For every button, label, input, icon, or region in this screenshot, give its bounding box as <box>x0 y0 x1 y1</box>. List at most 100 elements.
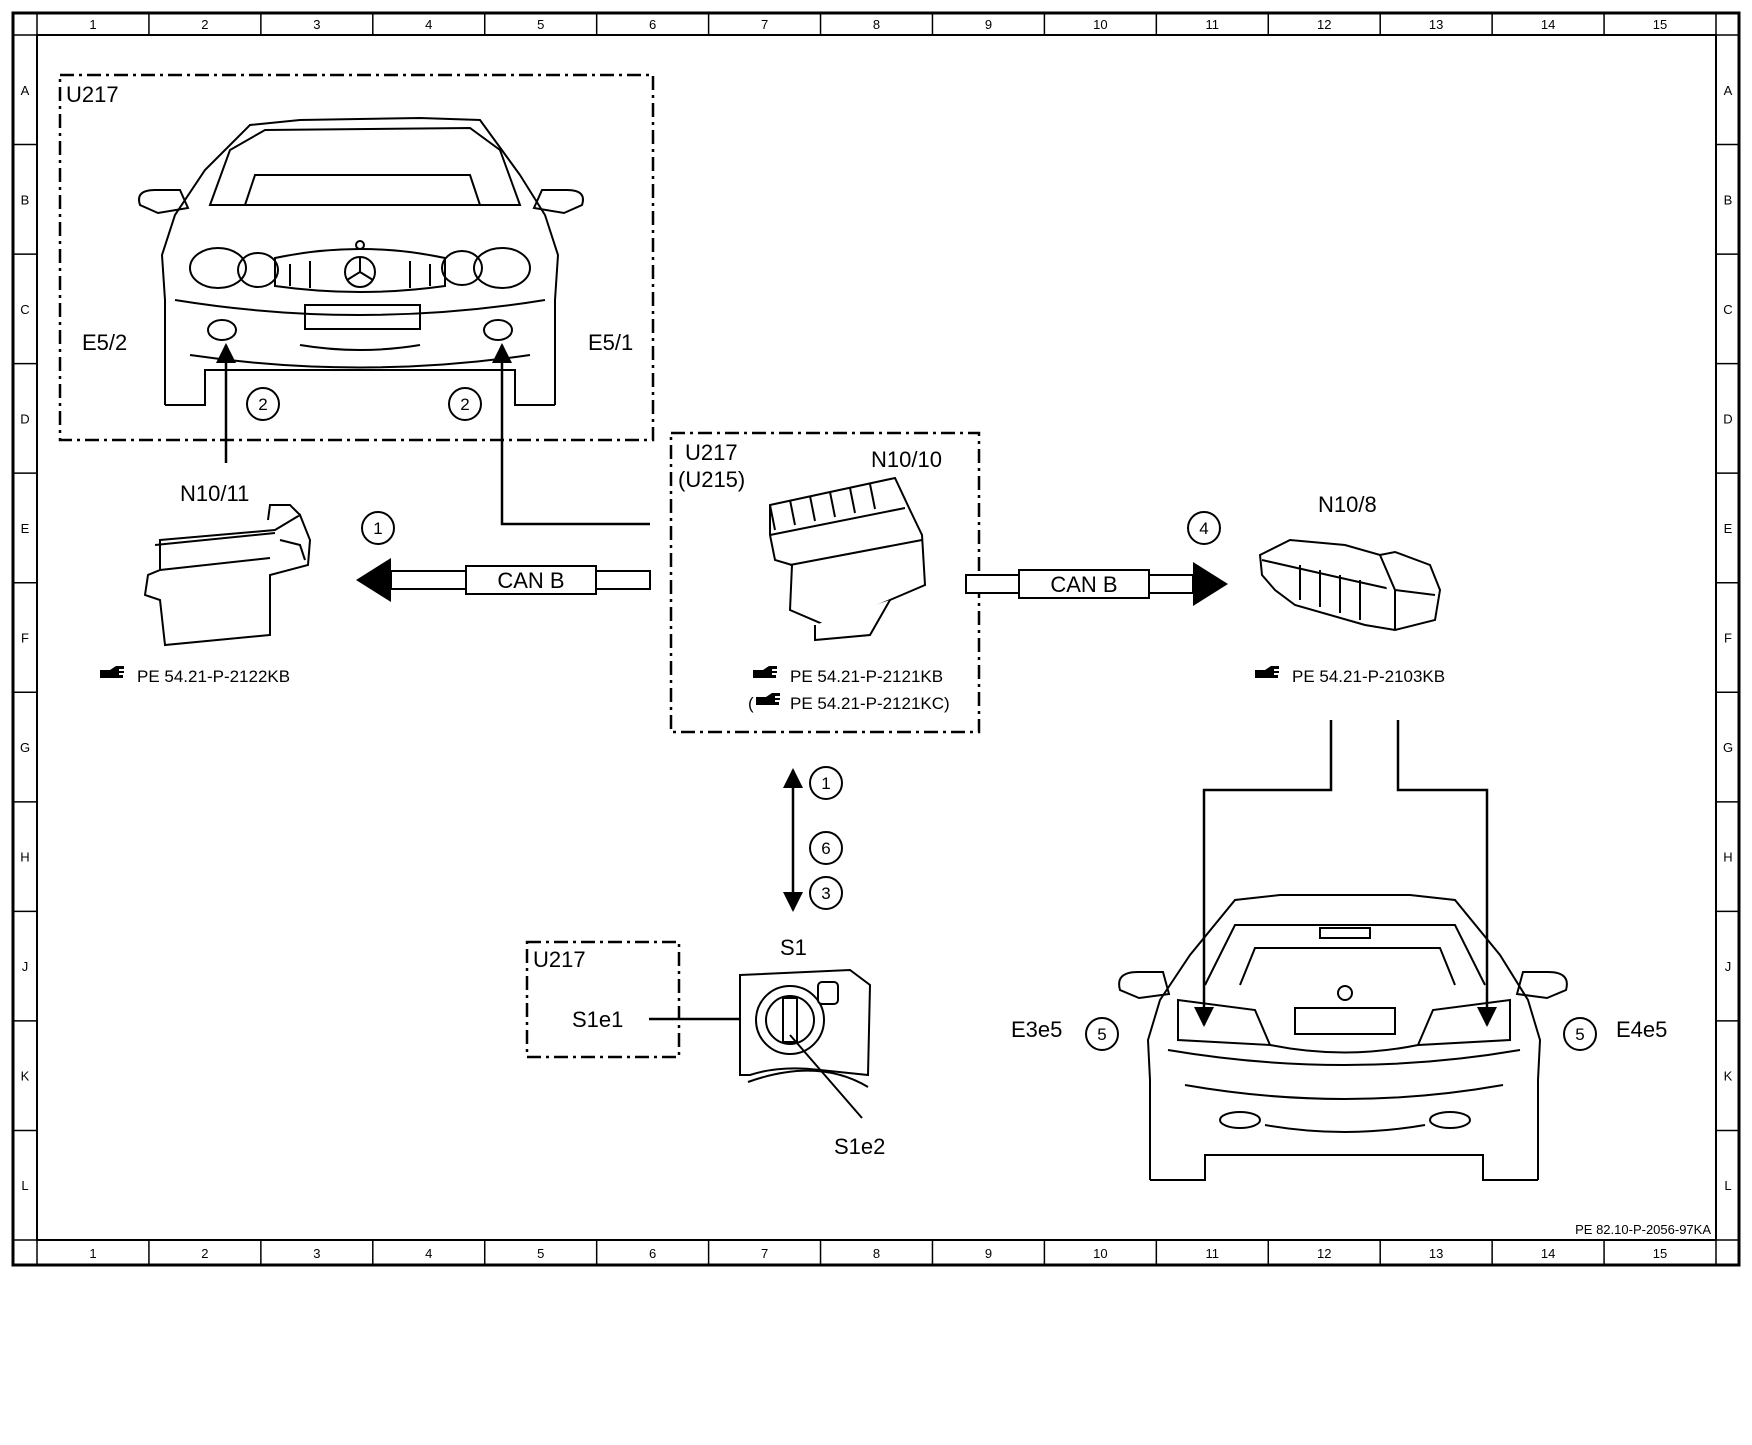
svg-text:2: 2 <box>258 395 267 414</box>
column-label-top: 4 <box>425 17 432 32</box>
column-label-bottom: 2 <box>201 1246 208 1261</box>
column-label-bottom: 15 <box>1653 1246 1667 1261</box>
row-label-left: E <box>21 521 30 536</box>
svg-text:1: 1 <box>373 519 382 538</box>
column-label-bottom: 4 <box>425 1246 432 1261</box>
n10-11-ref: PE 54.21-P-2122KB <box>137 667 290 686</box>
row-label-left: H <box>20 850 29 865</box>
footer-ref: PE 82.10-P-2056-97KA <box>1575 1222 1711 1237</box>
column-label-bottom: 12 <box>1317 1246 1331 1261</box>
fog-lamp-wires <box>216 343 650 526</box>
rear-lamp-left-label: E3e5 <box>1011 1017 1062 1042</box>
column-label-top: 11 <box>1206 17 1220 32</box>
column-label-top: 8 <box>873 17 880 32</box>
can-b-left: CAN B 1 <box>356 511 651 602</box>
ignition-switch-icon <box>739 968 872 1088</box>
n10-10-ref-open: ( <box>748 694 754 713</box>
row-label-left: C <box>20 302 29 317</box>
fog-lamp-right-label: E5/1 <box>588 330 633 355</box>
column-label-top: 6 <box>649 17 656 32</box>
row-label-left: D <box>20 411 29 426</box>
s1e2-label: S1e2 <box>834 1134 885 1159</box>
column-label-bottom: 6 <box>649 1246 656 1261</box>
column-label-top: 1 <box>89 17 96 32</box>
rear-lamp-right-label: E4e5 <box>1616 1017 1667 1042</box>
n10-10-label: N10/10 <box>871 447 942 472</box>
row-label-left: J <box>22 959 29 974</box>
row-label-left: B <box>21 192 30 207</box>
column-label-bottom: 14 <box>1541 1246 1555 1261</box>
circle-5-left: 5 <box>1085 1017 1119 1051</box>
column-label-top: 3 <box>313 17 320 32</box>
can-b-right-arrow <box>965 562 1228 606</box>
n10-8-label: N10/8 <box>1318 492 1377 517</box>
row-label-left: G <box>20 740 30 755</box>
frame <box>11 11 1741 1267</box>
column-label-bottom: 13 <box>1429 1246 1443 1261</box>
circle-1-left: 1 <box>361 511 395 545</box>
row-label-left: A <box>21 83 30 98</box>
column-label-bottom: 7 <box>761 1246 768 1261</box>
front-car-icon <box>138 116 584 406</box>
s1e1-label: S1e1 <box>572 1007 623 1032</box>
row-label-right: B <box>1724 192 1733 207</box>
row-label-right: K <box>1724 1069 1733 1084</box>
svg-text:5: 5 <box>1097 1025 1106 1044</box>
column-label-top: 13 <box>1429 17 1443 32</box>
row-label-left: L <box>21 1178 28 1193</box>
n10-8-module-icon <box>1258 538 1442 632</box>
column-label-top: 12 <box>1317 17 1331 32</box>
n10-11-group: N10/11 PE 54.21-P-2122KB <box>100 481 312 686</box>
column-label-top: 9 <box>985 17 992 32</box>
center-box-label: U217 <box>685 440 738 465</box>
s1-label: S1 <box>780 935 807 960</box>
row-label-right: D <box>1723 411 1732 426</box>
row-label-right: F <box>1724 631 1732 646</box>
circle-5-right: 5 <box>1563 1017 1597 1051</box>
center-module-group: U217 (U215) N10/10 PE 54.21-P-2121KB ( P… <box>669 431 981 734</box>
row-dividers <box>13 143 1739 1132</box>
row-label-left: F <box>21 631 29 646</box>
column-label-bottom: 11 <box>1206 1246 1220 1261</box>
row-label-right: H <box>1723 850 1732 865</box>
column-label-bottom: 10 <box>1093 1246 1107 1261</box>
fog-lamp-left-label: E5/2 <box>82 330 127 355</box>
row-label-right: J <box>1725 959 1732 974</box>
row-label-right: A <box>1724 83 1733 98</box>
column-label-top: 5 <box>537 17 544 32</box>
row-label-right: G <box>1723 740 1733 755</box>
center-box-label-2: (U215) <box>678 467 745 492</box>
can-b-right: CAN B 4 <box>965 511 1228 606</box>
can-b-left-arrow <box>356 558 651 602</box>
row-label-right: C <box>1723 302 1732 317</box>
svg-text:3: 3 <box>821 884 830 903</box>
row-label-right: L <box>1724 1178 1731 1193</box>
svg-text:5: 5 <box>1575 1025 1584 1044</box>
svg-text:1: 1 <box>821 774 830 793</box>
switch-group: U217 S1e1 S1 S1e2 <box>525 935 885 1159</box>
front-box-label: U217 <box>66 82 119 107</box>
column-label-bottom: 3 <box>313 1246 320 1261</box>
circle-6: 6 <box>809 831 843 865</box>
can-b-right-label: CAN B <box>1050 572 1117 597</box>
front-vehicle-group: U217 E5/2 <box>58 73 655 442</box>
circle-1-vertical: 1 <box>809 766 843 800</box>
n10-11-label: N10/11 <box>180 481 249 506</box>
n10-11-module-icon <box>143 504 312 647</box>
column-label-top: 10 <box>1093 17 1107 32</box>
rear-lamp-wires <box>1194 720 1497 1027</box>
svg-text:4: 4 <box>1199 519 1208 538</box>
svg-text:2: 2 <box>460 395 469 414</box>
column-label-bottom: 8 <box>873 1246 880 1261</box>
column-label-bottom: 9 <box>985 1246 992 1261</box>
svg-text:6: 6 <box>821 839 830 858</box>
can-b-left-label: CAN B <box>497 568 564 593</box>
n10-10-ref-1: PE 54.21-P-2121KB <box>790 667 943 686</box>
circle-2-right: 2 <box>448 387 482 421</box>
rear-car-icon <box>1118 894 1568 1181</box>
column-dividers <box>148 13 1605 1265</box>
column-label-bottom: 1 <box>89 1246 96 1261</box>
